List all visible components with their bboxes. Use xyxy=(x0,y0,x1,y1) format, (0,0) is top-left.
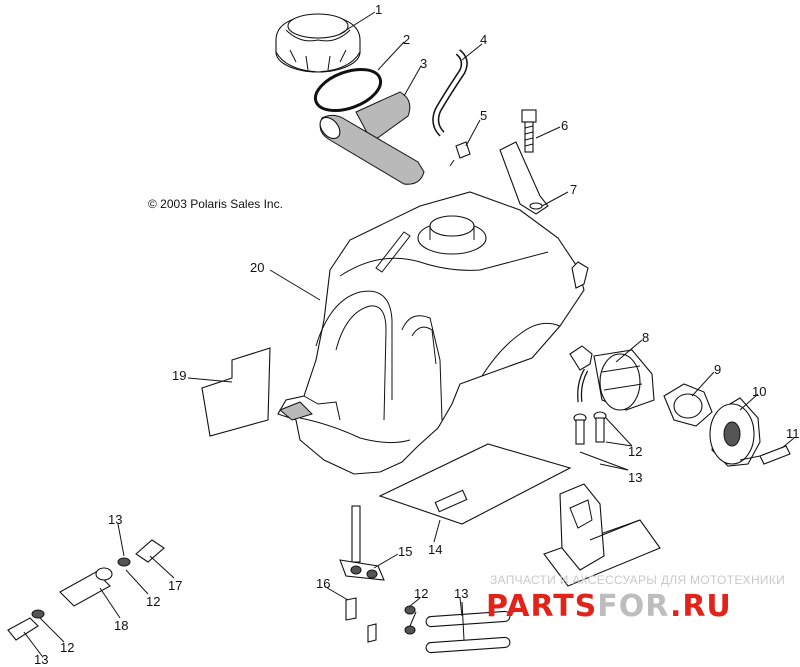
callout-17: 17 xyxy=(168,578,182,593)
hex-nut-drawing xyxy=(663,383,713,427)
callout-15: 15 xyxy=(398,544,412,559)
gauge-drawing xyxy=(709,397,761,467)
fuel-cap-drawing xyxy=(275,13,361,73)
callout-20: 20 xyxy=(250,260,264,275)
callout-2: 2 xyxy=(403,32,410,47)
callout-12-bottom: 12 xyxy=(414,586,428,601)
watermark-tagline: ЗАПЧАСТИ И АКСЕССУАРЫ ДЛЯ МОТОТЕХНИКИ xyxy=(490,573,785,587)
callout-labels: 1 2 3 4 5 6 7 8 9 10 11 12 13 14 15 16 1… xyxy=(34,2,800,667)
fuel-tank-drawing xyxy=(277,191,589,475)
petcock-drawing xyxy=(339,505,385,643)
o-ring-drawing xyxy=(313,67,383,113)
callout-3: 3 xyxy=(420,56,427,71)
watermark: ЗАПЧАСТИ И АКСЕССУАРЫ ДЛЯ МОТОТЕХНИКИ PA… xyxy=(486,573,785,624)
fuel-line-parts-drawing xyxy=(7,539,165,641)
clamp-drawing xyxy=(449,141,471,167)
bolt-drawing xyxy=(521,109,537,153)
watermark-brand-c: .RU xyxy=(670,589,732,624)
fuel-filter-drawing xyxy=(569,345,655,411)
washer-screw-pair-drawing xyxy=(573,411,607,445)
callout-19: 19 xyxy=(172,368,186,383)
screw-drawing xyxy=(739,445,791,465)
callout-1: 1 xyxy=(375,2,382,17)
callout-11: 11 xyxy=(786,426,800,441)
callout-13-left-upper: 13 xyxy=(108,512,122,527)
callout-16: 16 xyxy=(316,576,330,591)
leader-lines xyxy=(23,11,795,657)
frame-drawing xyxy=(543,483,661,587)
callout-5: 5 xyxy=(480,108,487,123)
hose-pair-drawing xyxy=(404,605,511,654)
callout-18: 18 xyxy=(114,618,128,633)
callout-4: 4 xyxy=(480,32,487,47)
callout-14: 14 xyxy=(428,542,442,557)
watermark-brand-b: FOR xyxy=(597,589,670,624)
callout-13-filter: 13 xyxy=(628,470,642,485)
callout-13-bottom: 13 xyxy=(454,586,468,601)
callout-12-filter: 12 xyxy=(628,444,642,459)
tank-pad-drawing xyxy=(378,443,572,525)
callout-10: 10 xyxy=(752,384,766,399)
vent-hose-drawing xyxy=(432,49,468,137)
watermark-brand: PARTSFOR.RU xyxy=(486,589,732,624)
watermark-brand-a: PARTS xyxy=(486,589,597,624)
callout-9: 9 xyxy=(714,362,721,377)
decal-drawing xyxy=(201,347,271,437)
copyright-text: © 2003 Polaris Sales Inc. xyxy=(148,197,283,211)
callout-6: 6 xyxy=(561,118,568,133)
callout-12-left-upper: 12 xyxy=(146,594,160,609)
foam-filter-drawing xyxy=(319,91,425,185)
callout-8: 8 xyxy=(642,330,649,345)
callout-13-left-lower: 13 xyxy=(34,652,48,667)
callout-12-left-lower: 12 xyxy=(60,640,74,655)
tank-bracket-drawing xyxy=(499,141,549,215)
callout-7: 7 xyxy=(570,182,577,197)
